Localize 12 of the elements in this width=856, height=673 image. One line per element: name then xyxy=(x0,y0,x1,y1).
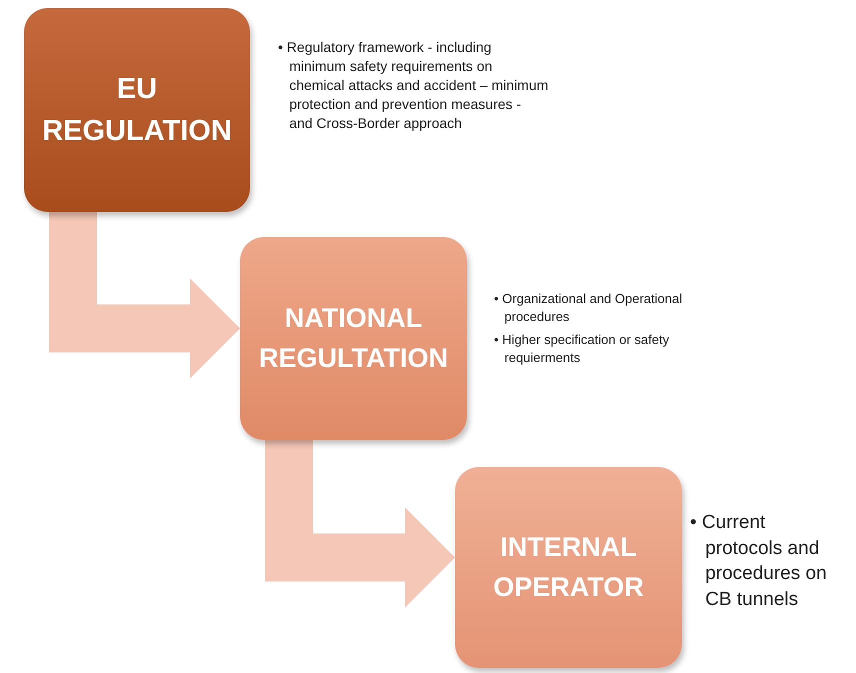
bent-arrow xyxy=(265,440,455,608)
process-box xyxy=(24,8,250,212)
node-title: EU REGULATION xyxy=(41,72,233,149)
bullet-text: • Regulatory framework - including minimum safety requirements on chemical attacks and accident – minimum protection and prevention measures - and Cross-Border approach xyxy=(278,38,550,132)
process-box xyxy=(240,237,467,440)
node-title: INTERNAL OPERATOR xyxy=(492,531,645,604)
bullet-text: • Organizational and Operational procedures xyxy=(494,290,684,326)
process-box xyxy=(455,467,682,668)
node-title: NATIONAL REGULTATION xyxy=(258,302,449,374)
bullet-text: • Current protocols and procedures on CB tunnels xyxy=(690,511,828,612)
bullet-text: • Higher specification or safety requierments xyxy=(494,331,670,366)
bent-arrow xyxy=(49,212,240,378)
